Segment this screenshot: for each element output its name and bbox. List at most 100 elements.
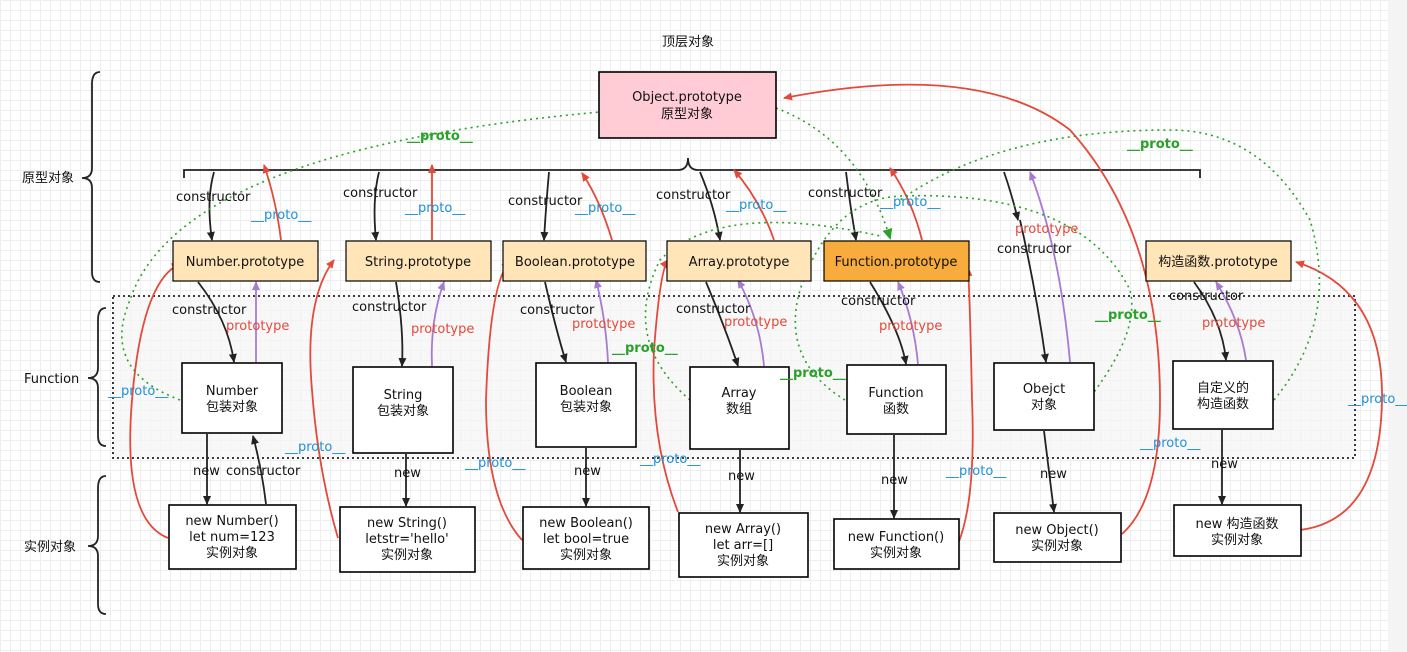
red-proto-arrows bbox=[129, 83, 1383, 545]
svg-text:constructor: constructor bbox=[1169, 289, 1244, 304]
number-function-node: Number 包装对象 bbox=[181, 362, 283, 434]
svg-text:constructor: constructor bbox=[176, 190, 251, 205]
svg-text:__proto__: __proto__ bbox=[1095, 308, 1161, 323]
custom-prototype-node: 构造函数.prototype bbox=[1145, 240, 1292, 282]
object-instance-node: new Object() 实例对象 bbox=[993, 512, 1122, 563]
edge-labels: constructor constructor constructor cons… bbox=[107, 129, 1407, 488]
canvas-edge-strip bbox=[1388, 0, 1407, 652]
svg-text:包装对象: 包装对象 bbox=[206, 400, 258, 415]
svg-text:let arr=[]: let arr=[] bbox=[713, 538, 773, 553]
svg-text:Array.prototype: Array.prototype bbox=[689, 255, 790, 270]
object-function-node: Obejct 对象 bbox=[993, 362, 1095, 431]
svg-text:__proto__: __proto__ bbox=[404, 201, 466, 216]
svg-text:new: new bbox=[728, 469, 755, 484]
svg-text:数组: 数组 bbox=[726, 402, 752, 417]
svg-text:new Boolean(): new Boolean() bbox=[539, 516, 633, 531]
svg-text:实例对象: 实例对象 bbox=[560, 548, 612, 563]
svg-text:实例对象: 实例对象 bbox=[870, 546, 922, 561]
svg-text:constructor: constructor bbox=[676, 302, 751, 317]
svg-text:构造函数: 构造函数 bbox=[1197, 397, 1249, 412]
svg-text:prototype: prototype bbox=[1015, 222, 1078, 237]
svg-text:constructor: constructor bbox=[343, 186, 418, 201]
svg-text:函数: 函数 bbox=[883, 402, 909, 417]
svg-text:new Number(): new Number() bbox=[185, 514, 278, 529]
svg-text:new: new bbox=[394, 466, 421, 481]
svg-text:prototype: prototype bbox=[1202, 316, 1265, 331]
svg-text:constructor: constructor bbox=[508, 194, 583, 209]
black-arrows bbox=[197, 171, 1230, 519]
svg-text:__proto__: __proto__ bbox=[1139, 436, 1201, 451]
svg-text:__proto__: __proto__ bbox=[464, 456, 526, 471]
svg-text:实例对象: 实例对象 bbox=[717, 554, 769, 569]
function-prototype-node: Function.prototype bbox=[823, 240, 970, 282]
svg-text:__proto__: __proto__ bbox=[725, 198, 787, 213]
svg-text:constructor: constructor bbox=[172, 303, 247, 318]
purple-prototype-arrows bbox=[252, 171, 1247, 367]
svg-text:__proto__: __proto__ bbox=[639, 452, 701, 467]
svg-text:new 构造函数: new 构造函数 bbox=[1195, 517, 1278, 532]
svg-text:__proto__: __proto__ bbox=[612, 341, 678, 356]
string-prototype-node: String.prototype bbox=[345, 240, 492, 282]
svg-text:new: new bbox=[193, 464, 220, 479]
brace-instance bbox=[87, 475, 107, 615]
svg-text:__proto__: __proto__ bbox=[574, 201, 636, 216]
svg-text:自定义的: 自定义的 bbox=[1197, 380, 1249, 396]
section-label-prototype: 原型对象 bbox=[22, 171, 74, 186]
svg-text:new: new bbox=[881, 473, 908, 488]
number-instance-node: new Number() let num=123 实例对象 bbox=[168, 504, 297, 570]
svg-text:实例对象: 实例对象 bbox=[1211, 533, 1263, 548]
function-function-node: Function 函数 bbox=[846, 364, 947, 435]
svg-text:Function: Function bbox=[868, 386, 923, 401]
svg-text:new String(): new String() bbox=[367, 516, 447, 531]
section-label-function: Function bbox=[24, 372, 79, 387]
svg-text:constructor: constructor bbox=[520, 303, 595, 318]
svg-text:__proto__: __proto__ bbox=[407, 129, 473, 144]
string-function-node: String 包装对象 bbox=[352, 366, 454, 454]
top-node-line1: Object.prototype bbox=[632, 90, 742, 105]
svg-text:constructor: constructor bbox=[226, 464, 301, 479]
svg-text:letstr='hello': letstr='hello' bbox=[365, 532, 448, 547]
svg-text:__proto__: __proto__ bbox=[879, 195, 941, 210]
svg-text:Number.prototype: Number.prototype bbox=[186, 255, 305, 270]
green-proto-curves bbox=[121, 107, 1321, 401]
top-object-prototype-node: Object.prototype 原型对象 bbox=[598, 71, 777, 139]
prototype-row: Number.prototype String.prototype Boolea… bbox=[172, 240, 1292, 282]
custom-function-node: 自定义的 构造函数 bbox=[1172, 360, 1274, 430]
diagram-title: 顶层对象 bbox=[662, 35, 714, 50]
svg-text:prototype: prototype bbox=[226, 319, 289, 334]
array-prototype-node: Array.prototype bbox=[666, 240, 812, 282]
svg-text:Number: Number bbox=[206, 384, 259, 399]
brace-function bbox=[87, 307, 107, 447]
function-row: Number 包装对象 String 包装对象 Boolean 包装对象 Arr… bbox=[181, 360, 1274, 454]
svg-text:let bool=true: let bool=true bbox=[543, 532, 629, 547]
svg-text:包装对象: 包装对象 bbox=[377, 404, 429, 419]
boolean-instance-node: new Boolean() let bool=true 实例对象 bbox=[522, 506, 650, 570]
svg-text:__proto__: __proto__ bbox=[1127, 137, 1193, 152]
svg-text:Boolean: Boolean bbox=[560, 384, 613, 399]
top-brace bbox=[183, 157, 1201, 178]
svg-text:包装对象: 包装对象 bbox=[560, 400, 612, 415]
svg-text:prototype: prototype bbox=[724, 315, 787, 330]
svg-text:new: new bbox=[1040, 467, 1067, 482]
svg-text:constructor: constructor bbox=[352, 300, 427, 315]
svg-text:实例对象: 实例对象 bbox=[381, 548, 433, 563]
svg-text:new: new bbox=[1211, 457, 1238, 472]
svg-text:__proto__: __proto__ bbox=[1347, 392, 1407, 407]
svg-text:constructor: constructor bbox=[997, 242, 1072, 257]
string-instance-node: new String() letstr='hello' 实例对象 bbox=[339, 506, 476, 573]
svg-text:constructor: constructor bbox=[808, 186, 883, 201]
instance-row: new Number() let num=123 实例对象 new String… bbox=[168, 504, 1302, 578]
svg-text:__proto__: __proto__ bbox=[284, 440, 346, 455]
svg-text:constructor: constructor bbox=[841, 294, 916, 309]
svg-text:对象: 对象 bbox=[1031, 398, 1057, 413]
svg-text:__proto__: __proto__ bbox=[107, 384, 169, 399]
svg-text:实例对象: 实例对象 bbox=[206, 546, 258, 561]
svg-text:let num=123: let num=123 bbox=[189, 530, 275, 545]
custom-instance-node: new 构造函数 实例对象 bbox=[1173, 504, 1302, 557]
svg-text:constructor: constructor bbox=[656, 188, 731, 203]
svg-text:new Object(): new Object() bbox=[1015, 523, 1098, 538]
boolean-function-node: Boolean 包装对象 bbox=[535, 362, 637, 448]
svg-text:__proto__: __proto__ bbox=[780, 366, 846, 381]
number-prototype-node: Number.prototype bbox=[172, 240, 319, 282]
